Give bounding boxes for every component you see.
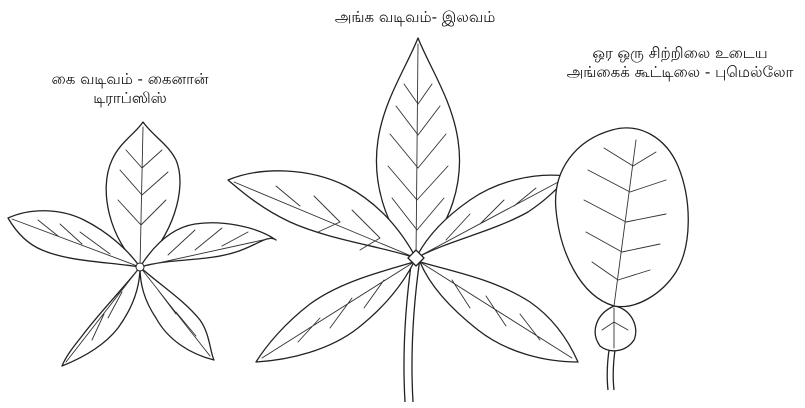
trifoliate-petiole <box>404 258 412 402</box>
trifoliate-leaf-illustration <box>228 38 578 402</box>
unifoliate-winged-petiole <box>595 306 636 351</box>
unifoliate-leaf-illustration <box>556 128 689 390</box>
palmate-leaf-illustration <box>8 122 276 366</box>
unifoliate-leaflet <box>556 128 689 307</box>
